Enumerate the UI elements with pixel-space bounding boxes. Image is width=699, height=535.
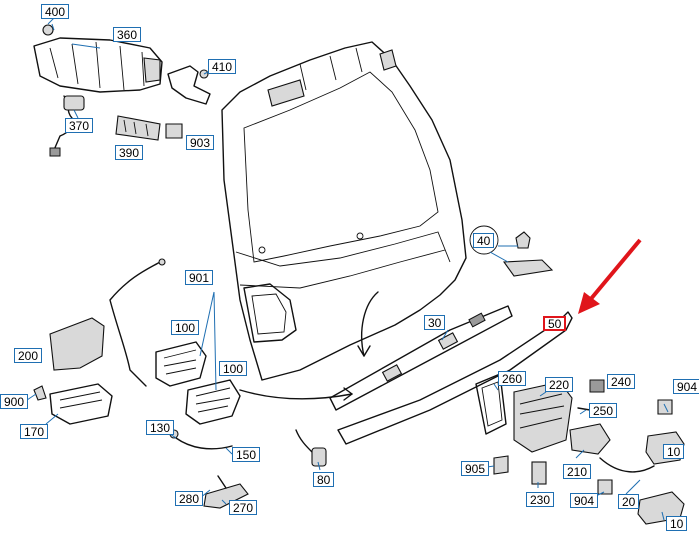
- callout-410: 410: [208, 59, 237, 74]
- callout-250: 250: [589, 403, 618, 418]
- callout-240: 240: [607, 374, 636, 389]
- lock-220: [513, 381, 573, 453]
- callout-904-lower: 904: [570, 493, 599, 508]
- callout-260: 260: [498, 371, 527, 386]
- clip-40: [469, 225, 554, 277]
- callout-390: 390: [115, 145, 144, 160]
- callout-370: 370: [65, 118, 94, 133]
- callout-230: 230: [526, 492, 555, 507]
- cable-end: [158, 258, 166, 266]
- handle-bar-30: [329, 305, 513, 411]
- plate-390: [115, 115, 161, 141]
- screw-250: [577, 407, 591, 411]
- highlight-arrow: [578, 238, 642, 314]
- callout-904-upper: 904: [673, 379, 699, 394]
- callout-360: 360: [113, 27, 142, 42]
- arrow-curve-1: [239, 389, 353, 400]
- callout-100-upper: 100: [171, 320, 200, 335]
- cover-200: [49, 317, 105, 371]
- callout-400: 400: [41, 4, 70, 19]
- bracket-210: [569, 423, 611, 455]
- callout-150: 150: [232, 447, 261, 462]
- pad-904-lower: [597, 479, 613, 495]
- latch-170: [33, 383, 113, 425]
- callout-40: 40: [473, 233, 495, 248]
- callout-50: 50: [543, 316, 567, 331]
- callout-170: 170: [20, 424, 49, 439]
- handle-100-upper: [155, 341, 207, 387]
- callout-903: 903: [186, 135, 215, 150]
- liftgate-panel: [221, 41, 467, 381]
- pad-903: [165, 123, 183, 139]
- part-230: [531, 461, 547, 485]
- callout-10-upper: 10: [663, 444, 685, 459]
- callout-210: 210: [563, 464, 592, 479]
- cable-upper: [109, 261, 161, 387]
- callout-10-lower: 10: [666, 516, 688, 531]
- handle-100-lower: [185, 379, 241, 425]
- callout-220: 220: [545, 377, 574, 392]
- callout-901: 901: [185, 270, 214, 285]
- arrow-curve-2: [361, 291, 379, 357]
- pad-905: [493, 455, 509, 475]
- part-240: [589, 379, 605, 393]
- callout-20: 20: [618, 494, 640, 509]
- callout-100-lower: 100: [219, 361, 248, 376]
- callout-80: 80: [313, 472, 335, 487]
- callout-130: 130: [146, 420, 175, 435]
- sensor-80: [295, 429, 327, 467]
- arrow-head-1: [343, 387, 353, 401]
- callout-270: 270: [229, 500, 258, 515]
- arrow-head-2: [357, 345, 371, 357]
- callout-905: 905: [461, 461, 490, 476]
- cable-20: [599, 457, 655, 473]
- cable-150: [175, 437, 233, 450]
- trim-strip-50: [337, 311, 573, 445]
- hinge-410: [167, 65, 211, 105]
- callout-30: 30: [424, 315, 446, 330]
- callout-280: 280: [175, 491, 204, 506]
- callout-200: 200: [14, 348, 43, 363]
- callout-900: 900: [0, 394, 29, 409]
- seal-260: [475, 373, 507, 435]
